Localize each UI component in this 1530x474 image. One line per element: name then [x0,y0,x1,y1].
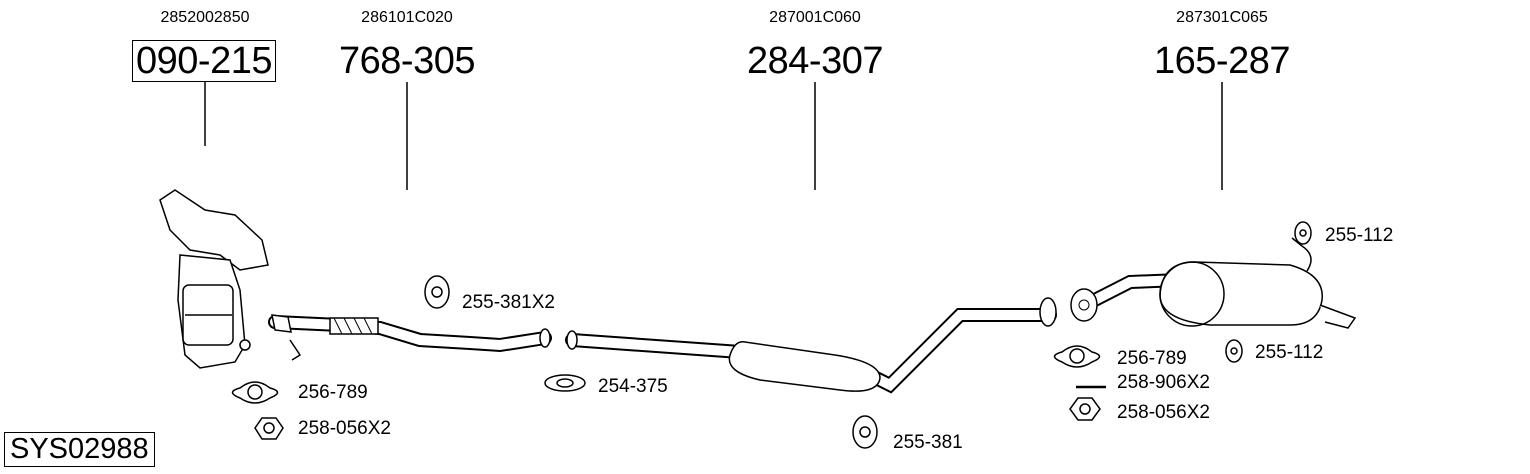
accessory-label: 256-789 [1117,348,1187,369]
accessory-label: 255-381X2 [462,292,555,313]
accessory-label: 258-906X2 [1117,372,1210,393]
accessory-label: 255-112 [1325,225,1394,246]
oem-number: 287301C065 [1176,9,1268,26]
front-pipe [268,314,552,361]
nut-icon [254,417,284,440]
hanger-icon [424,275,450,309]
part-number: 165-287 [1154,40,1290,82]
oem-number: 2852002850 [160,9,250,26]
accessory-label: 255-112 [1255,342,1324,363]
accessory-label: 254-375 [598,376,668,397]
gasket-icon [231,381,279,404]
rear-muffler [1070,237,1357,329]
centre-pipe-muffler [565,297,1057,394]
nut-icon [1069,397,1101,421]
part-number: 284-307 [747,40,883,82]
manifold-catalyst [159,189,269,369]
oem-number: 286101C020 [361,9,453,26]
accessory-label: 258-056X2 [1117,402,1210,423]
hanger-icon [852,415,878,449]
part-number: 090-215 [132,40,276,82]
accessory-label: 258-056X2 [298,418,391,439]
accessory-label: 255-381 [893,432,963,453]
system-code: SYS02988 [4,432,155,467]
clamp-icon [544,374,586,392]
oem-number: 287001C060 [769,9,861,26]
rubber-mount-icon [1225,339,1243,363]
gasket-icon [1053,345,1101,368]
accessory-label: 256-789 [298,382,368,403]
part-number: 768-305 [339,40,475,82]
rubber-mount-icon [1294,221,1312,245]
